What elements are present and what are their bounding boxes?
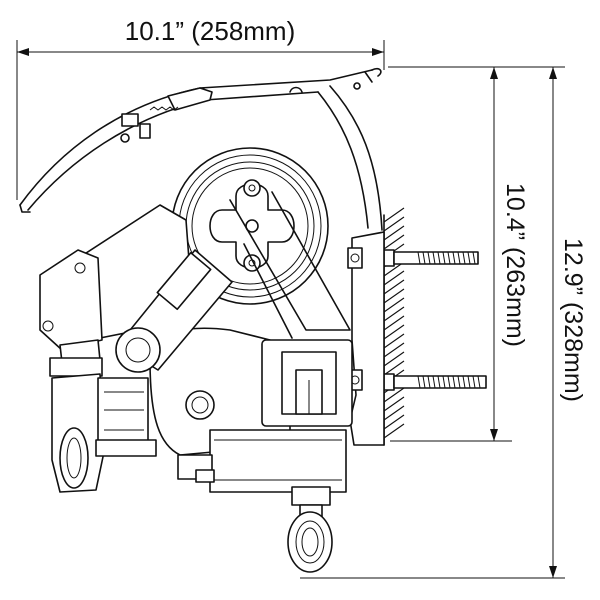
wall-hatch-line <box>383 414 405 430</box>
wall-hatch-line <box>383 279 405 295</box>
inner-height-dimension: 10.4” (263mm) <box>388 66 529 442</box>
bolt-thread-line <box>432 375 436 389</box>
inner-height-label: 10.4” (263mm) <box>501 183 529 347</box>
hub-top-fastener <box>243 179 261 197</box>
drive-hub <box>209 179 295 272</box>
bolt-thread-line <box>417 375 421 389</box>
diagonal-strut <box>115 249 233 373</box>
bolt-thread-line <box>442 251 446 265</box>
bolt-thread-line <box>422 251 426 265</box>
elbow-roller <box>59 427 89 489</box>
wall-bracket <box>347 231 385 446</box>
bolt-thread-line <box>427 375 431 389</box>
bolt-thread-line <box>432 251 436 265</box>
wall-hatch-line <box>383 297 405 313</box>
shoulder-pivot-pin <box>185 390 215 420</box>
width-arrow-left <box>17 48 29 56</box>
hood-screws <box>120 82 361 143</box>
wall-hatch-line <box>383 225 405 241</box>
width-arrow-right <box>372 48 384 56</box>
mounting-wall <box>383 207 405 446</box>
inner-height-arrow-bottom <box>490 429 498 441</box>
wall-hatch-line <box>383 207 405 223</box>
bolt-thread-line <box>447 251 451 265</box>
bolt-thread-line <box>472 375 476 389</box>
wall-hatch-line <box>383 324 405 340</box>
lower-mounting-bolt <box>383 373 487 391</box>
bolt-thread-line <box>457 251 461 265</box>
wall-hatch-line <box>383 342 405 358</box>
wall-hatch-line <box>383 315 405 331</box>
wall-hatch-line <box>383 333 405 349</box>
bolt-thread-line <box>467 375 471 389</box>
motor-gearbox <box>177 339 353 493</box>
wall-hatch-line <box>383 423 405 439</box>
bolt-thread-line <box>437 251 441 265</box>
bolt-thread-line <box>452 251 456 265</box>
wall-hatch-line <box>383 405 405 421</box>
wall-hatch-line <box>383 360 405 376</box>
hub-bottom-fastener <box>243 254 261 272</box>
bolt-thread-line <box>417 251 421 265</box>
strut-eye <box>125 337 151 363</box>
bolt-thread-line <box>427 251 431 265</box>
top-cover <box>19 67 382 213</box>
cover-screw-block <box>121 113 139 127</box>
hub-support-link <box>229 191 351 339</box>
bolt-thread-line <box>472 251 476 265</box>
bolt-thread-line <box>452 375 456 389</box>
wall-hatch-line <box>383 351 405 367</box>
wall-hatch-line <box>383 216 405 232</box>
wall-hatch-line <box>383 288 405 304</box>
inner-height-arrow-top <box>490 67 498 79</box>
wall-hatch-line <box>383 396 405 412</box>
width-dimension-label: 10.1” (258mm) <box>125 16 296 46</box>
wall-hatch-line <box>383 234 405 250</box>
cover-spring <box>149 106 179 111</box>
wall-hatch-line <box>383 387 405 403</box>
crank-eye <box>287 486 333 573</box>
bolt-thread-line <box>437 375 441 389</box>
wall-hatch-line <box>383 306 405 322</box>
outer-height-dimension: 12.9” (328mm) <box>300 66 587 579</box>
wall-hatch-line <box>383 270 405 286</box>
bolt-thread-line <box>462 251 466 265</box>
folding-arm-elbow <box>49 339 157 493</box>
outer-height-arrow-bottom <box>549 566 557 578</box>
bolt-thread-line <box>467 251 471 265</box>
upper-mounting-bolt <box>383 249 479 267</box>
outer-height-arrow-top <box>549 67 557 79</box>
bolt-thread-line <box>422 375 426 389</box>
cassette-housing <box>317 85 383 231</box>
width-dimension: 10.1” (258mm) <box>16 16 385 200</box>
bolt-thread-line <box>457 375 461 389</box>
bolt-thread-line <box>477 375 481 389</box>
bolt-thread-line <box>447 375 451 389</box>
outer-height-label: 12.9” (328mm) <box>559 238 587 402</box>
bolt-thread-line <box>442 375 446 389</box>
bolt-thread-line <box>462 375 466 389</box>
